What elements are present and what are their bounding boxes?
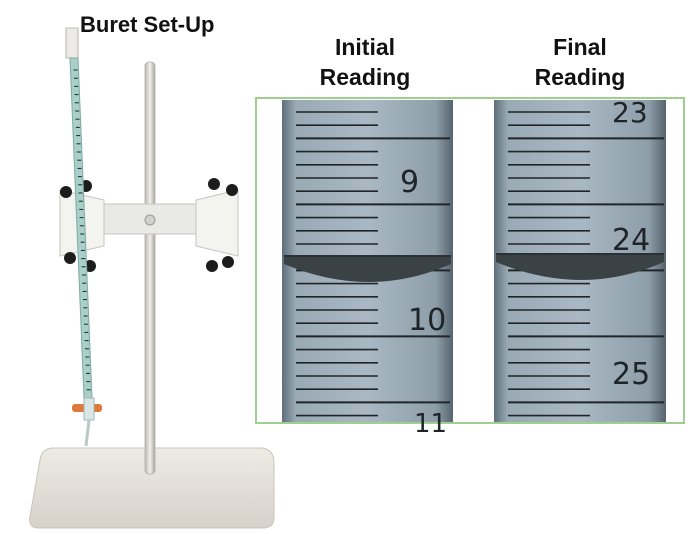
final-meniscus [496, 254, 664, 280]
final-title-line2: Reading [534, 64, 626, 90]
clamp-knob [64, 252, 76, 264]
clamp-knob [206, 260, 218, 272]
stopcock-body [83, 397, 95, 421]
clamp-right-plate [195, 189, 239, 257]
setup-title: Buret Set-Up [80, 12, 215, 37]
clamp-knob [222, 256, 234, 268]
stand-base [29, 447, 275, 529]
buret-top [65, 27, 79, 59]
final-title-line1: Final [553, 34, 607, 60]
initial-bottom-cut-label: 11 [414, 409, 447, 439]
final-top-cut-label: 23 [612, 96, 648, 129]
clamp-knob [60, 186, 72, 198]
initial-major-label-10: 10 [408, 303, 446, 338]
initial-reading-view: 9 10 11 [282, 100, 453, 439]
initial-title-line2: Reading [319, 64, 411, 90]
final-major-label-24: 24 [612, 223, 650, 258]
ring-stand [29, 61, 275, 529]
buret-tip [84, 419, 91, 447]
initial-title-line1: Initial [334, 34, 396, 60]
clamp-screw [144, 214, 156, 226]
buret [65, 27, 102, 447]
final-reading-view: 23 24 25 [494, 96, 666, 422]
final-major-label-25: 25 [612, 357, 650, 392]
clamp-knob [226, 184, 238, 196]
initial-meniscus [284, 256, 451, 282]
initial-major-label-9: 9 [400, 165, 419, 200]
stand-rod [144, 61, 156, 475]
readings-panel: 9 10 11 23 24 25 [255, 96, 685, 439]
initial-reading-title: Initial Reading [305, 32, 425, 92]
final-reading-title: Final Reading [520, 32, 640, 92]
buret-graduations [73, 69, 91, 391]
clamp-knob [208, 178, 220, 190]
